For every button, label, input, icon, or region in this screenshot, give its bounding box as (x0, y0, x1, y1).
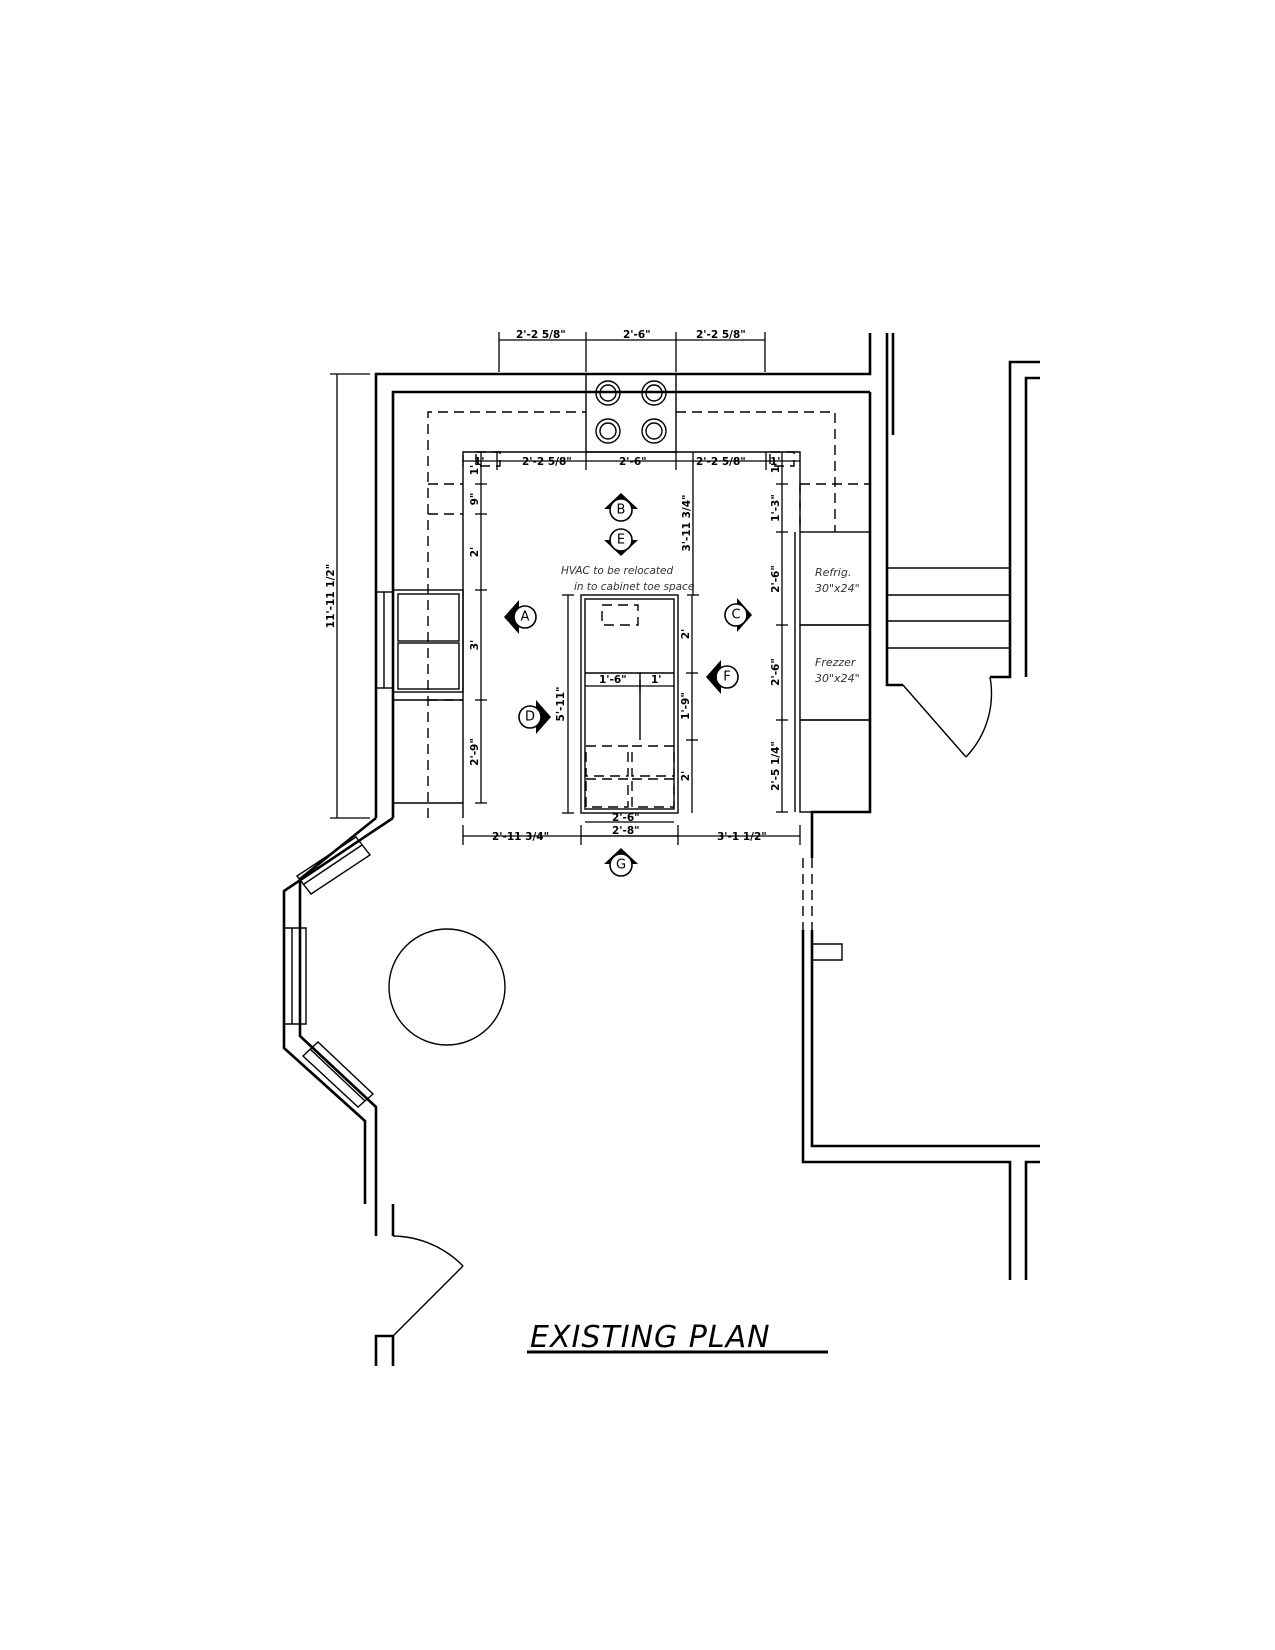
svg-text:E: E (617, 533, 625, 548)
dim-left-2: 9" (469, 493, 481, 506)
island (580, 594, 679, 814)
dim-left-3: 2' (469, 547, 481, 558)
dim-right-4: 2'-6" (770, 658, 782, 686)
right-base-cabinet (799, 719, 871, 813)
dim-bottom-island-2: 2'-8" (612, 825, 640, 837)
freezer-size: 30"x24" (815, 672, 860, 685)
bay-windows (283, 836, 375, 1108)
elevation-marker-f: F (706, 660, 739, 694)
dim-top-right: 2'-2 5/8" (696, 329, 746, 341)
svg-text:G: G (616, 858, 626, 873)
burner-icon (595, 380, 667, 444)
elevation-marker-g: G (604, 848, 638, 877)
dim-inner-right: 2'-2 5/8" (696, 456, 746, 468)
dim-island-inner-2: 1' (651, 674, 662, 686)
dim-inner-left-1: 1' (474, 456, 485, 468)
refrigerator-label: Refrig. (815, 566, 851, 579)
dim-bottom-island-1: 2'-6" (612, 812, 640, 824)
wall-bay-inner (282, 816, 394, 1204)
dim-right-3: 2'-6" (770, 565, 782, 593)
svg-text:C: C (731, 608, 740, 623)
wall-lower-right-outer (810, 930, 1040, 1148)
svg-text:A: A (521, 610, 530, 625)
dim-inner-mid: 2'-6" (619, 456, 647, 468)
door-swing-bottom (392, 1235, 464, 1267)
dim-island-right-3: 2' (680, 771, 692, 782)
elevation-marker-c: C (724, 598, 752, 632)
stair-treads (887, 567, 1010, 649)
island-outer (580, 594, 679, 814)
dim-overall-left: 11'-11 1/2" (325, 564, 337, 628)
elevation-marker-d: D (518, 700, 551, 734)
refrigerator-size: 30"x24" (815, 582, 860, 595)
dim-inner-right-1: 1' (770, 456, 781, 468)
dim-left-4: 3' (469, 640, 481, 651)
wall-stair-outer (990, 360, 1040, 679)
plan-title: EXISTING PLAN (530, 1320, 771, 1355)
wall-bay-outer (298, 816, 378, 1204)
wall-stair-inner (1024, 376, 1040, 677)
door-leaf-stair (902, 684, 967, 758)
dim-bottom-right: 3'-1 1/2" (717, 831, 767, 843)
dim-island-right-1: 2' (680, 629, 692, 640)
sink (392, 589, 464, 693)
wall-lower-right-inner (801, 930, 1012, 1280)
dim-bottom-left: 2'-11 3/4" (492, 831, 549, 843)
elevation-marker-b: B (604, 493, 638, 522)
upper-cabinets (427, 411, 870, 818)
hvac-note-line1: HVAC to be relocated (561, 565, 673, 577)
cooktop (585, 373, 677, 453)
door-leaf-bottom (392, 1265, 464, 1337)
wall-lower-left-c (374, 1334, 395, 1366)
elevation-marker-e: E (604, 528, 638, 556)
elevation-marker-a: A (504, 600, 537, 634)
refrigeration: Refrig. 30"x24" Frezzer 30"x24" (794, 531, 871, 813)
svg-text:D: D (525, 710, 535, 725)
svg-text:F: F (723, 670, 730, 685)
dim-right-1: 1' (770, 463, 782, 474)
door-swing-stair (965, 676, 993, 758)
sink-bowl-2 (397, 642, 460, 690)
freezer-label: Frezzer (815, 656, 857, 669)
island-hvac-box (601, 604, 639, 626)
hvac-note-line2: in to cabinet toe space (574, 581, 694, 593)
wall-right-inner (885, 333, 903, 687)
dim-right-5: 2'-5 1/4" (770, 741, 782, 791)
dim-island-length: 5'-11" (555, 687, 567, 722)
svg-text:B: B (617, 503, 626, 518)
elevation-markers: A B C D E F G (504, 493, 752, 877)
dining-table (388, 928, 506, 1046)
dim-inner-left: 2'-2 5/8" (522, 456, 572, 468)
dim-island-right-2: 1'-9" (680, 692, 692, 720)
dim-right-2: 1'-3" (770, 494, 782, 522)
dim-top-left: 2'-2 5/8" (516, 329, 566, 341)
wall-stub (812, 943, 843, 961)
dim-left-5: 2'-9" (469, 738, 481, 766)
wall-lower-right-jamb (1024, 1160, 1040, 1280)
walls (282, 333, 1040, 1366)
dimension-lines (330, 332, 801, 845)
dimension-labels: 2'-2 5/8" 2'-6" 2'-2 5/8" 1' 2'-2 5/8" 2… (325, 329, 782, 843)
base-cabinets (375, 451, 801, 818)
dim-left-1: 1' (469, 465, 481, 476)
dim-island-inner-1: 1'-6" (599, 674, 627, 686)
sink-bowl-1 (397, 593, 460, 642)
dim-top-mid: 2'-6" (623, 329, 651, 341)
dim-center-vertical: 3'-11 3/4" (681, 494, 693, 551)
